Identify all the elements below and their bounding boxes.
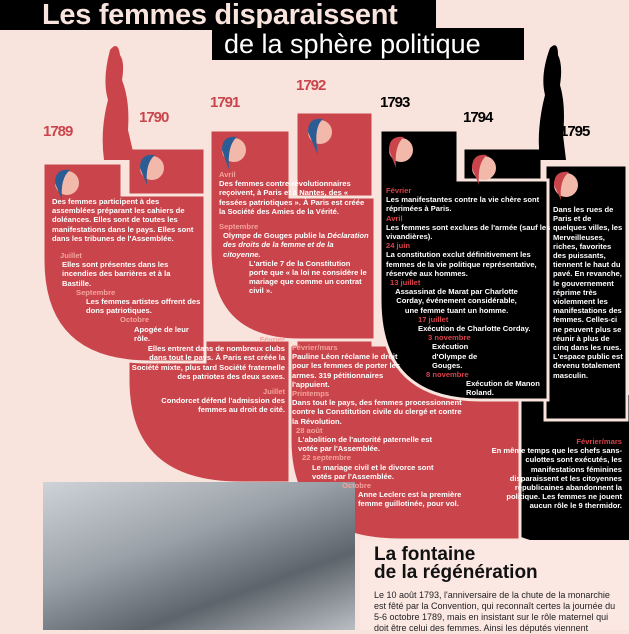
text-1790: Février Elles entrent dans de nombreux c… [131, 335, 285, 415]
face-1791-icon [222, 136, 246, 170]
face-1789-icon [55, 169, 79, 200]
text-1789: Des femmes participent à des assemblées … [52, 197, 201, 343]
fontaine-body: Le 10 août 1793, l'anniversaire de la ch… [374, 590, 616, 633]
panel-1789 [41, 161, 207, 364]
year-1794: 1794 [463, 109, 493, 126]
fontaine-title-1: La fontaine [374, 544, 476, 565]
year-1793: 1793 [380, 94, 410, 111]
text-1791: Avril Des femmes contre-révolutionnaires… [219, 170, 369, 296]
title-line-2: de la sphère politique [212, 28, 524, 60]
title-line-1: Les femmes disparaissent [0, 0, 436, 30]
year-1795: 1795 [560, 123, 590, 140]
face-icons [55, 118, 578, 200]
woman-silhouette-black-icon [538, 45, 566, 160]
panel-1791 [208, 128, 377, 342]
engraving-image [43, 482, 355, 630]
woman-silhouette-red-icon [102, 46, 135, 160]
year-1792: 1792 [296, 77, 326, 94]
face-1793-icon [389, 136, 413, 168]
year-1791: 1791 [210, 94, 240, 111]
face-1795-icon [554, 171, 578, 200]
fontaine-title-2: de la régénération [374, 562, 538, 583]
text-1795-bottom: Février/mars En même temps que les chefs… [491, 437, 622, 511]
face-1794-icon [472, 154, 496, 185]
panel-1793 [378, 128, 550, 402]
text-1792: Février/mars Pauline Léon réclame le dro… [292, 343, 462, 509]
face-1792-icon [308, 118, 332, 155]
year-1790: 1790 [139, 109, 169, 126]
year-1789: 1789 [43, 123, 73, 140]
face-1790-icon [140, 154, 164, 185]
text-1795: Dans les rues de Paris et de quelques vi… [553, 205, 623, 380]
